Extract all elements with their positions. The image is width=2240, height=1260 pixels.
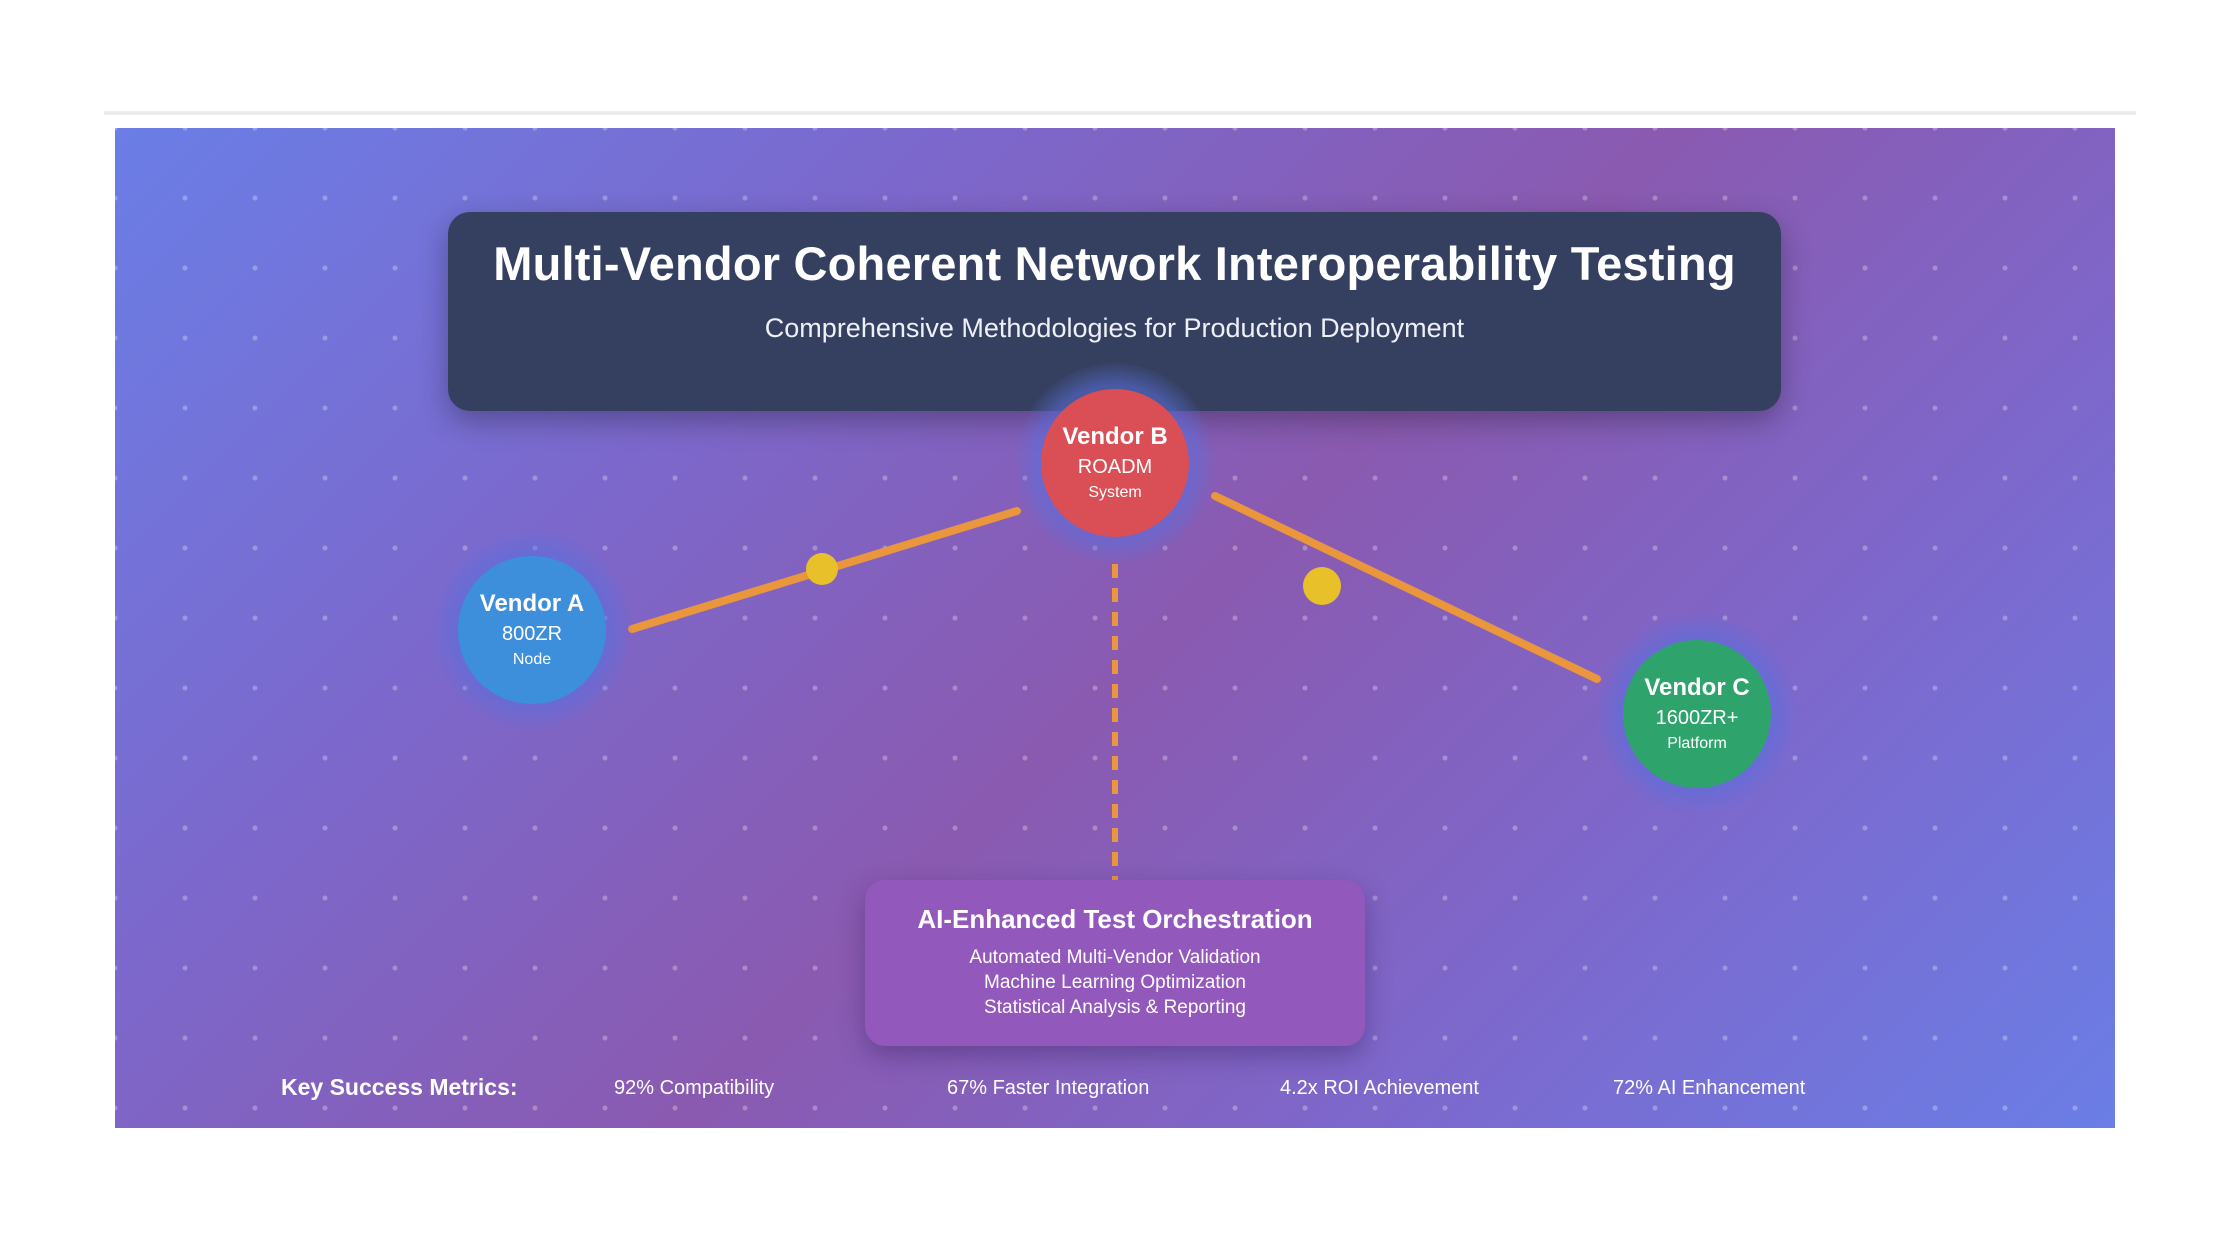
vendor-b-type: System (1088, 484, 1142, 501)
vendor-a-node[interactable]: Vendor A 800ZR Node (458, 556, 606, 704)
vendor-c-name: Vendor C (1644, 674, 1750, 701)
vendor-c-node[interactable]: Vendor C 1600ZR+ Platform (1623, 640, 1771, 788)
vendor-b-name: Vendor B (1062, 423, 1168, 450)
metric-ai-enhancement: 72% AI Enhancement (1613, 1077, 1806, 1099)
vendor-b-node[interactable]: Vendor B ROADM System (1041, 389, 1189, 537)
vendor-a-model: 800ZR (501, 623, 563, 645)
orchestration-line: Statistical Analysis & Reporting (984, 997, 1246, 1018)
link-b-c (1211, 492, 1601, 683)
packet-dot-b-c (1303, 567, 1341, 605)
vendor-a-type: Node (512, 651, 552, 668)
page-subtitle: Comprehensive Methodologies for Producti… (764, 313, 1465, 343)
vendor-c-model: 1600ZR+ (1655, 707, 1739, 729)
title-panel: Multi-Vendor Coherent Network Interopera… (448, 212, 1781, 411)
vendor-c-type: Platform (1667, 735, 1727, 752)
page-title: Multi-Vendor Coherent Network Interopera… (493, 237, 1736, 290)
orchestration-panel[interactable]: AI-Enhanced Test Orchestration Automated… (865, 880, 1365, 1046)
orchestration-title: AI-Enhanced Test Orchestration (917, 904, 1313, 934)
metric-compatibility: 92% Compatibility (614, 1077, 775, 1099)
vendor-a-name: Vendor A (479, 590, 585, 617)
metric-roi: 4.2x ROI Achievement (1280, 1077, 1479, 1099)
top-divider (104, 111, 2136, 115)
packet-dot-a-b (806, 553, 838, 585)
metrics-label: Key Success Metrics: (281, 1074, 518, 1100)
vendor-b-model: ROADM (1077, 456, 1153, 478)
connection-lines (628, 492, 1601, 880)
orchestration-line: Machine Learning Optimization (984, 972, 1246, 993)
orchestration-line: Automated Multi-Vendor Validation (969, 947, 1261, 968)
diagram-canvas: Multi-Vendor Coherent Network Interopera… (115, 128, 2115, 1128)
metric-faster-integration: 67% Faster Integration (947, 1077, 1150, 1099)
